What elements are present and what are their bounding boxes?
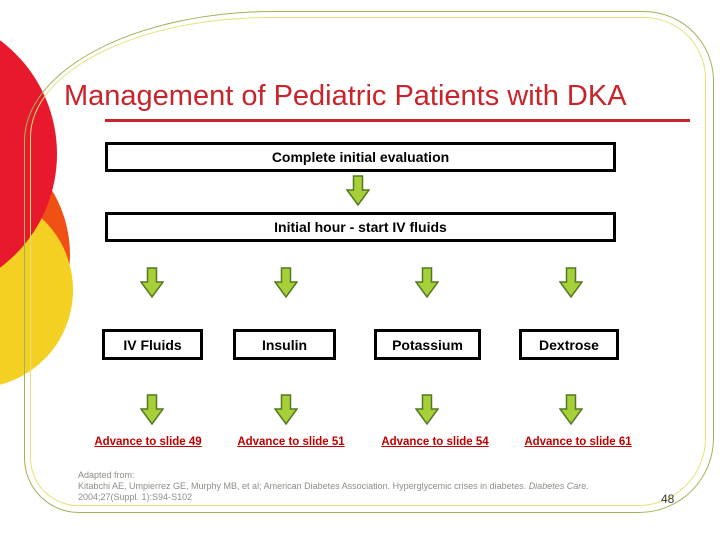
flow-box-insulin: Insulin [233,329,336,360]
down-arrow-icon [274,394,298,426]
down-arrow-icon [559,267,583,299]
title-underline [105,119,690,122]
advance-to-slide-54-link[interactable]: Advance to slide 54 [381,436,489,448]
flow-box-dextrose: Dextrose [519,329,619,360]
citation-label: Adapted from: [78,470,135,480]
page-number: 48 [661,492,675,506]
citation-journal-name: Diabetes Care. [528,481,589,491]
flow-box-potassium: Potassium [374,329,481,360]
advance-to-slide-49-link[interactable]: Advance to slide 49 [94,436,202,448]
citation-footer: Adapted from: Kitabchi AE, Umpierrez GE,… [78,470,678,503]
flow-box-complete-initial-evaluation: Complete initial evaluation [105,142,616,172]
down-arrow-icon [140,394,164,426]
flow-box-initial-hour-iv-fluids: Initial hour - start IV fluids [105,212,616,242]
advance-to-slide-51-link[interactable]: Advance to slide 51 [237,436,345,448]
down-arrow-icon [274,267,298,299]
slide-title: Management of Pediatric Patients with DK… [64,80,627,112]
citation-volume-pages: 2004;27(Suppl. 1):S94-S102 [78,492,193,502]
down-arrow-icon [140,267,164,299]
citation-regular-text: Kitabchi AE, Umpierrez GE, Murphy MB, et… [78,481,529,491]
down-arrow-icon [415,394,439,426]
advance-to-slide-61-link[interactable]: Advance to slide 61 [524,436,632,448]
down-arrow-icon [346,175,370,207]
down-arrow-icon [415,267,439,299]
citation-line: Kitabchi AE, Umpierrez GE, Murphy MB, et… [78,481,678,492]
down-arrow-icon [559,394,583,426]
flow-box-iv-fluids: IV Fluids [102,329,203,360]
